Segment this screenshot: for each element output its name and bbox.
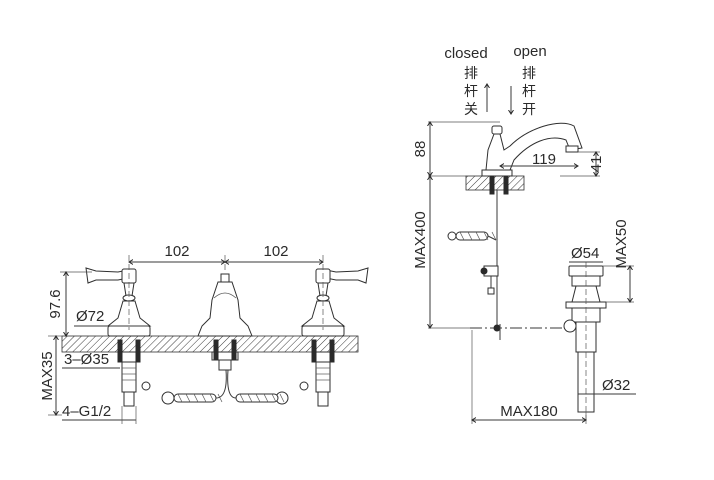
lift-rod-hardware xyxy=(447,231,566,340)
dim-max400: MAX400 xyxy=(412,211,429,269)
side-view: closed 排 杆 关 open 排 杆 开 88 119 xyxy=(412,43,636,424)
closed-label: closed xyxy=(444,45,487,62)
open-label: open xyxy=(513,43,546,60)
closed-cn-3: 关 xyxy=(464,102,478,118)
flexible-hoses xyxy=(161,369,289,405)
left-handle-valve xyxy=(85,267,152,407)
dim-spacing-right: 102 xyxy=(263,243,288,260)
center-spout xyxy=(197,273,253,371)
pop-up-drain xyxy=(563,262,607,420)
open-cn-3: 开 xyxy=(522,102,536,118)
dim-drain-max: MAX50 xyxy=(613,219,630,268)
dim-drain-pipe: Ø32 xyxy=(602,377,630,394)
open-cn-1: 排 xyxy=(522,66,536,82)
dim-drain-head: Ø54 xyxy=(571,245,599,262)
dim-hole: 3–Ø35 xyxy=(64,351,109,368)
closed-cn-1: 排 xyxy=(464,66,478,82)
open-cn-2: 杆 xyxy=(522,84,536,100)
dim-flange: Ø72 xyxy=(76,308,104,325)
spout-side xyxy=(465,122,583,328)
dim-spout-height: 88 xyxy=(412,141,429,158)
dim-height: 97.6 xyxy=(47,289,64,318)
dim-lever-reach: MAX180 xyxy=(500,403,558,420)
front-view: 102 102 97.6 Ø72 MAX35 3–Ø35 4–G1/2 xyxy=(39,243,369,424)
dim-spacing-left: 102 xyxy=(164,243,189,260)
closed-cn-2: 杆 xyxy=(464,84,478,100)
dim-deck-max: MAX35 xyxy=(39,351,56,400)
dim-spout-reach: 119 xyxy=(532,151,556,168)
dim-outlet-height: 41 xyxy=(588,156,605,173)
dim-thread: 4–G1/2 xyxy=(62,403,111,420)
